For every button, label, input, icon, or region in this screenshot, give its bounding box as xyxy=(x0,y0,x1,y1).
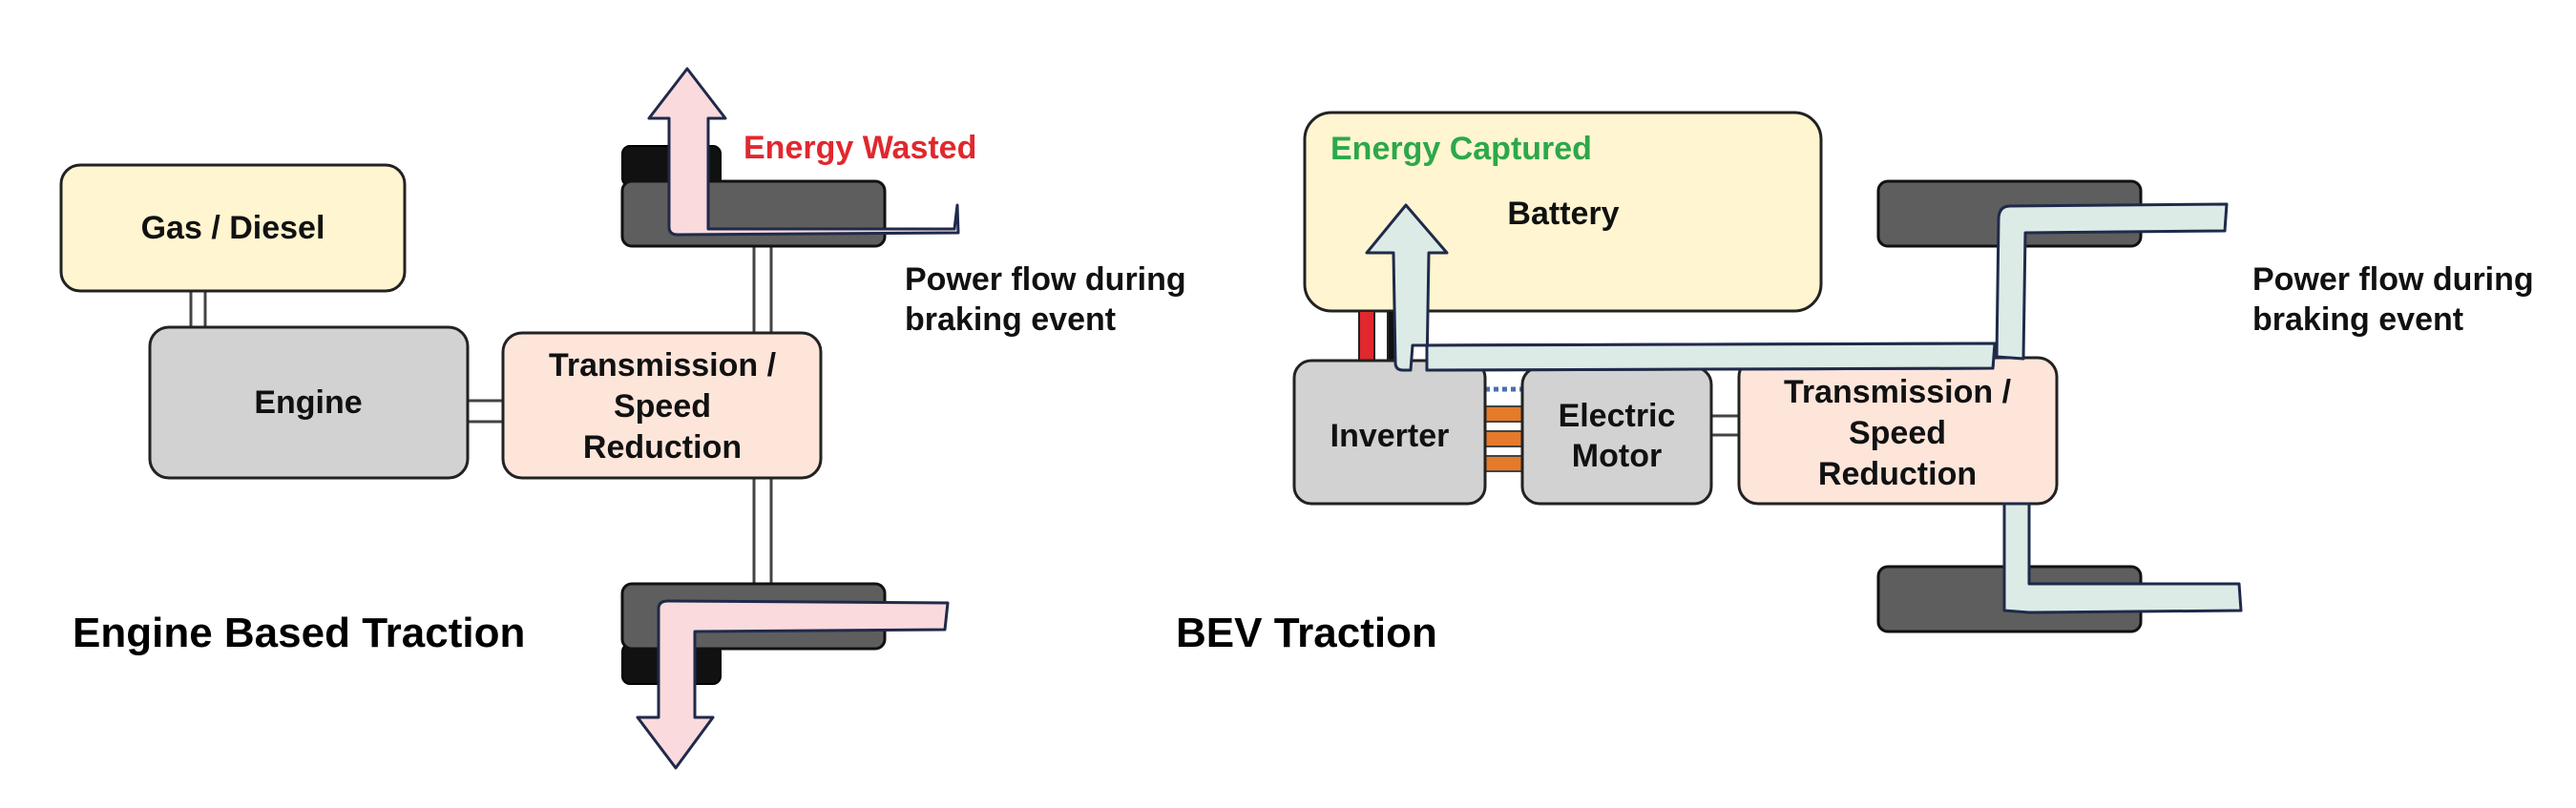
phase-cable-3 xyxy=(1483,455,1525,472)
bev-diagram: Battery Energy Captured Inverter Electri… xyxy=(1176,111,2534,656)
engine-transmission-label-line-1: Transmission / xyxy=(549,347,777,383)
electric-motor-box xyxy=(1520,365,1713,506)
engine-label: Engine xyxy=(254,384,362,421)
energy-captured-label: Energy Captured xyxy=(1330,131,1592,167)
engine-flow-caption-line-2: braking event xyxy=(905,301,1116,338)
captured-flow-top-branch xyxy=(1995,202,2229,361)
top-wheel xyxy=(620,179,887,248)
fuel-engine-shaft xyxy=(189,289,207,331)
bev-flow-caption-line-1: Power flow during xyxy=(2252,261,2534,298)
engine-transmission-shaft xyxy=(464,399,506,424)
engine-diagram-title: Engine Based Traction xyxy=(73,610,525,656)
captured-flow-main-band xyxy=(1425,342,1997,372)
engine-diagram: Gas / Diesel Engine Transmission / Speed… xyxy=(59,67,1186,770)
fuel-label: Gas / Diesel xyxy=(141,210,325,246)
engine-transmission-box xyxy=(501,331,823,480)
battery-label: Battery xyxy=(1507,196,1619,232)
top-wasted-flow-arrow xyxy=(647,67,960,237)
engine-box xyxy=(148,325,470,480)
captured-flow-bottom-branch xyxy=(2002,502,2243,614)
electric-motor-label-line-2: Motor xyxy=(1572,438,1662,474)
inverter-box xyxy=(1292,359,1487,506)
energy-wasted-label: Energy Wasted xyxy=(743,130,976,166)
battery-cable-red xyxy=(1358,310,1375,363)
motor-transmission-shaft xyxy=(1709,414,1742,437)
phase-cable-2 xyxy=(1483,430,1525,447)
top-axle xyxy=(752,241,773,336)
bev-flow-caption-line-2: braking event xyxy=(2252,301,2463,338)
inverter-label: Inverter xyxy=(1330,418,1450,454)
bottom-wasted-flow-arrow xyxy=(636,599,950,770)
bev-transmission-label-line-2: Speed xyxy=(1849,415,1946,451)
phase-cable-1 xyxy=(1483,405,1525,423)
electric-motor-label-line-1: Electric xyxy=(1559,398,1676,434)
engine-flow-caption-line-1: Power flow during xyxy=(905,261,1186,298)
bev-transmission-label-line-3: Reduction xyxy=(1818,456,1977,492)
battery-box xyxy=(1303,111,1823,313)
bev-transmission-label-line-1: Transmission / xyxy=(1784,374,2012,410)
engine-transmission-label-line-2: Speed xyxy=(614,388,711,425)
engine-transmission-label-line-3: Reduction xyxy=(583,429,742,466)
bev-diagram-title: BEV Traction xyxy=(1176,610,1437,656)
bottom-axle xyxy=(752,475,773,586)
fuel-tank-box xyxy=(59,163,407,293)
